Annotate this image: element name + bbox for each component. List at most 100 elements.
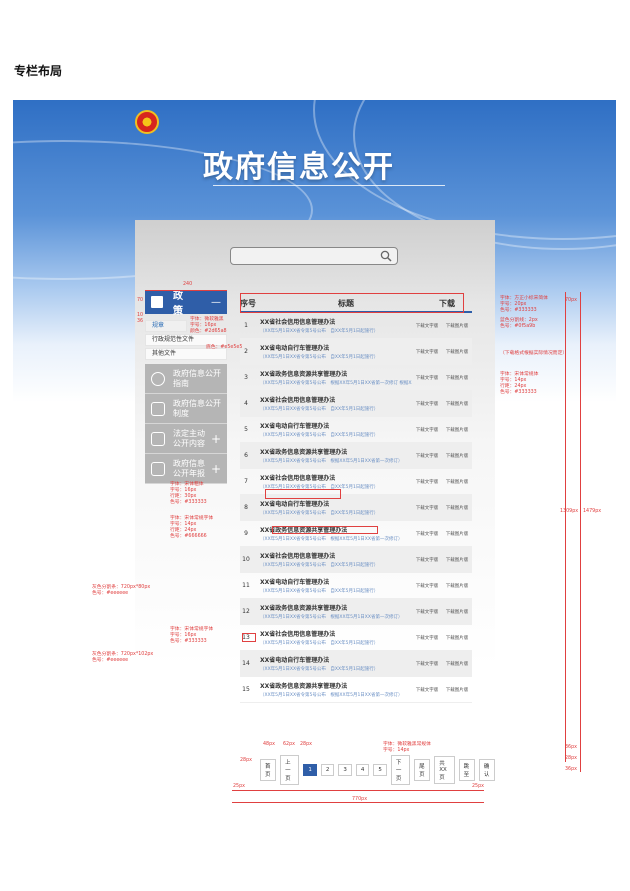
download-text-link[interactable]: 下载文字版 — [415, 479, 439, 485]
download-text-link[interactable]: 下载文字版 — [415, 687, 439, 693]
row-title[interactable]: XX省电动自行车管理办法 — [260, 579, 330, 586]
sidebar-item-system[interactable]: 政府信息公开制度 — [145, 394, 227, 424]
row-title[interactable]: XX省政务信息资源共享管理办法 — [260, 605, 348, 612]
row-meta: （XX年5月1日XX省令第5号公布 自XX年5月1日起施行） — [260, 563, 379, 568]
annotation-meta-box — [272, 526, 378, 534]
pager-item[interactable]: 下一页 — [390, 755, 411, 785]
collapse-icon[interactable]: — — [211, 296, 221, 308]
pager-item[interactable]: 4 — [355, 764, 370, 776]
download-image-link[interactable]: 下载图片版 — [445, 401, 469, 407]
sidebar-sub-item-normative-docs[interactable]: 行政规范性文件 — [145, 334, 227, 346]
document-icon — [151, 296, 163, 308]
download-image-link[interactable]: 下载图片版 — [445, 583, 469, 589]
download-image-link[interactable]: 下载图片版 — [445, 661, 469, 667]
download-text-link[interactable]: 下载文字版 — [415, 557, 439, 563]
download-image-link[interactable]: 下载图片版 — [445, 349, 469, 355]
annotation-1309px: 1309px — [560, 509, 579, 514]
download-image-link[interactable]: 下载图片版 — [445, 323, 469, 329]
download-image-link[interactable]: 下载图片版 — [445, 505, 469, 511]
row-number: 1 — [244, 322, 248, 329]
row-title[interactable]: XX省政务信息资源共享管理办法 — [260, 527, 348, 534]
pager-item[interactable]: 上一页 — [280, 755, 300, 785]
pager-item[interactable]: 首页 — [260, 759, 277, 781]
download-image-link[interactable]: 下载图片版 — [445, 427, 469, 433]
download-text-link[interactable]: 下载文字版 — [415, 453, 439, 459]
annotation-62px: 62px — [283, 742, 295, 747]
row-title[interactable]: XX省政务信息资源共享管理办法 — [260, 449, 348, 456]
sidebar-item-guide[interactable]: 政府信息公开指南 — [145, 364, 227, 394]
expand-icon[interactable]: + — [210, 431, 221, 446]
download-text-link[interactable]: 下载文字版 — [415, 661, 439, 667]
download-text-link[interactable]: 下载文字版 — [415, 635, 439, 641]
row-title[interactable]: XX省电动自行车管理办法 — [260, 501, 330, 508]
search-input[interactable] — [230, 247, 398, 265]
download-text-link[interactable]: 下载文字版 — [415, 583, 439, 589]
annotation-head-line: 蓝色分割线：2px 色号：#0f5a9b — [500, 318, 538, 329]
download-text-link[interactable]: 下载文字版 — [415, 323, 439, 329]
pager-item[interactable]: 2 — [320, 764, 335, 776]
row-title[interactable]: XX省社会信用信息管理办法 — [260, 631, 336, 638]
download-image-link[interactable]: 下载图片版 — [445, 375, 469, 381]
row-title[interactable]: XX省社会信用信息管理办法 — [260, 553, 336, 560]
pager-item[interactable]: 3 — [338, 764, 352, 776]
download-text-link[interactable]: 下载文字版 — [415, 349, 439, 355]
annotation-width-240: 240 — [183, 282, 193, 287]
row-title[interactable]: XX省电动自行车管理办法 — [260, 423, 330, 430]
row-title[interactable]: XX省社会信用信息管理办法 — [260, 475, 336, 482]
download-image-link[interactable]: 下载图片版 — [445, 609, 469, 615]
pager-item[interactable]: 跳至 — [458, 759, 475, 781]
download-text-link[interactable]: 下载文字版 — [415, 375, 439, 381]
download-image-link[interactable]: 下载图片版 — [445, 479, 469, 485]
download-text-link[interactable]: 下载文字版 — [415, 427, 439, 433]
row-title[interactable]: XX省社会信用信息管理办法 — [260, 397, 336, 404]
download-image-link[interactable]: 下载图片版 — [445, 531, 469, 537]
search-icon[interactable] — [380, 250, 392, 262]
row-title[interactable]: XX省电动自行车管理办法 — [260, 345, 330, 352]
row-title[interactable]: XX省电动自行车管理办法 — [260, 657, 330, 664]
row-title[interactable]: XX省政务信息资源共享管理办法 — [260, 683, 348, 690]
sidebar-sub-item-other-docs[interactable]: 其他文件 — [145, 348, 227, 360]
pager-item[interactable]: 确认 — [478, 759, 495, 781]
pager-item[interactable]: 1 — [303, 764, 317, 776]
download-image-link[interactable]: 下载图片版 — [445, 453, 469, 459]
sidebar-sub-item-regulations[interactable]: 规章 — [145, 320, 187, 332]
download-text-link[interactable]: 下载文字版 — [415, 505, 439, 511]
download-text-link[interactable]: 下载文字版 — [415, 531, 439, 537]
sidebar-item-policy[interactable]: 政 策 — — [145, 290, 227, 317]
download-image-link[interactable]: 下载图片版 — [445, 635, 469, 641]
row-content: XX省电动自行车管理办法（XX年5月1日XX省令第5号公布 自XX年5月1日起施… — [252, 577, 412, 594]
pager-item[interactable]: 共XX页 — [434, 756, 455, 784]
row-number: 7 — [244, 478, 248, 485]
download-text-link[interactable]: 下载文字版 — [415, 401, 439, 407]
annotation-sub-bg: 底色：#e5e5e5 — [206, 345, 243, 350]
expand-icon[interactable]: + — [210, 461, 221, 476]
download-image-link[interactable]: 下载图片版 — [445, 687, 469, 693]
download-text-link[interactable]: 下载文字版 — [415, 609, 439, 615]
pager-item[interactable]: 5 — [373, 764, 387, 776]
row-content: XX省社会信用信息管理办法（XX年5月1日XX省令第5号公布 自XX年5月1日起… — [252, 395, 412, 412]
row-title[interactable]: XX省社会信用信息管理办法 — [260, 319, 336, 326]
download-image-link[interactable]: 下载图片版 — [445, 557, 469, 563]
sidebar-item-annual-report[interactable]: 政府信息公开年报 + — [145, 454, 227, 484]
row-content: XX省电动自行车管理办法（XX年5月1日XX省令第5号公布 自XX年5月1日起施… — [252, 655, 412, 672]
annotation-h10: 10 — [137, 313, 144, 318]
pager-item[interactable]: 尾页 — [414, 759, 431, 781]
sidebar-item-statutory[interactable]: 法定主动公开内容 + — [145, 424, 227, 454]
row-title[interactable]: XX省政务信息资源共享管理办法 — [260, 371, 348, 378]
